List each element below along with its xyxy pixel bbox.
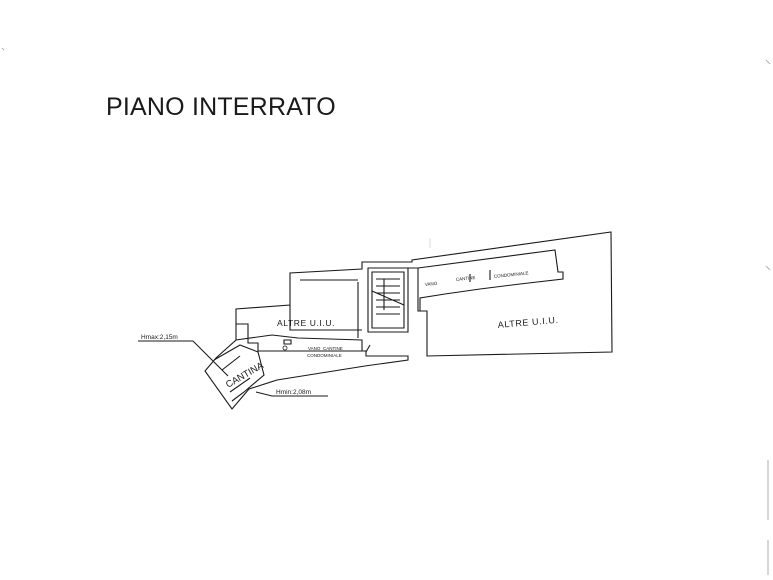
hmax-leader [138, 340, 229, 377]
cantina-walls [213, 344, 265, 402]
label-condominiale-bottom: CONDOMINIALE [307, 353, 342, 358]
label-altre-uiu-left: ALTRE U.I.U. [277, 318, 335, 328]
corridor-walls [235, 334, 363, 351]
left-room-walls [289, 279, 362, 338]
label-hmin: Hmin:2,08m [276, 389, 311, 396]
right-room-walls [417, 249, 564, 311]
label-condominiale-top: CONDOMINIALE [494, 270, 529, 279]
meter-icon [282, 345, 288, 352]
door-markers [283, 270, 491, 353]
label-cantine-bottom: CANTINE [323, 346, 343, 351]
label-altre-uiu-right: ALTRE U.I.U. [497, 315, 559, 330]
building-outline [204, 231, 613, 410]
hmin-leader [255, 391, 328, 397]
label-vano-top: VANO [425, 281, 438, 287]
stair-treads [371, 278, 405, 315]
label-vano-bottom: VANO [308, 346, 321, 351]
label-hmax: Hmax:2,15m [141, 334, 178, 341]
label-cantine-top: CANTINE [456, 275, 476, 282]
plan-title: PIANO INTERRATO [106, 93, 336, 121]
stair-core [367, 267, 409, 333]
scan-edge-marks [1, 47, 771, 575]
